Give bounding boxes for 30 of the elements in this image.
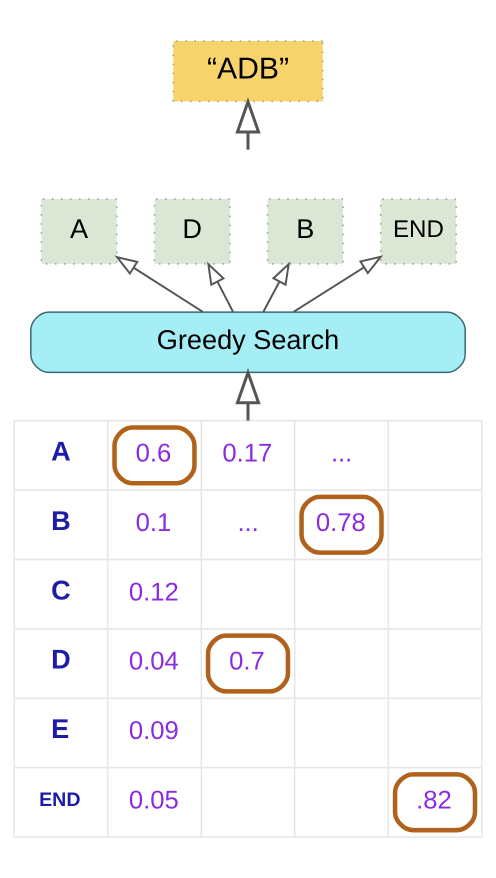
label: 0.7 — [229, 648, 265, 676]
node-box: D — [154, 198, 231, 265]
node-box: A — [40, 198, 118, 265]
label: 0.04 — [128, 648, 179, 676]
label: 0.05 — [128, 786, 179, 814]
label: .82 — [416, 786, 452, 814]
node-box: B — [266, 198, 344, 265]
label: E — [51, 713, 70, 744]
arrow — [235, 368, 261, 420]
label: ... — [330, 440, 352, 468]
label: 0.78 — [316, 508, 366, 537]
arrow — [207, 262, 234, 312]
label: ... — [237, 508, 259, 537]
node-box: “ADB” — [172, 40, 324, 102]
arrow — [114, 256, 204, 313]
label: END — [39, 788, 80, 811]
label: 0.09 — [128, 717, 179, 746]
node-box: Greedy Search — [30, 311, 466, 374]
node-box: END — [380, 198, 457, 265]
arrow — [262, 262, 290, 312]
label: A — [51, 436, 71, 467]
label: 0.12 — [128, 578, 179, 606]
label: 0.6 — [136, 440, 172, 468]
label: D — [51, 644, 71, 675]
label: 0.17 — [222, 440, 272, 468]
arrow — [293, 255, 384, 313]
arrow — [235, 97, 261, 150]
label: 0.1 — [136, 508, 172, 537]
label: B — [51, 504, 71, 536]
label: C — [51, 574, 71, 606]
